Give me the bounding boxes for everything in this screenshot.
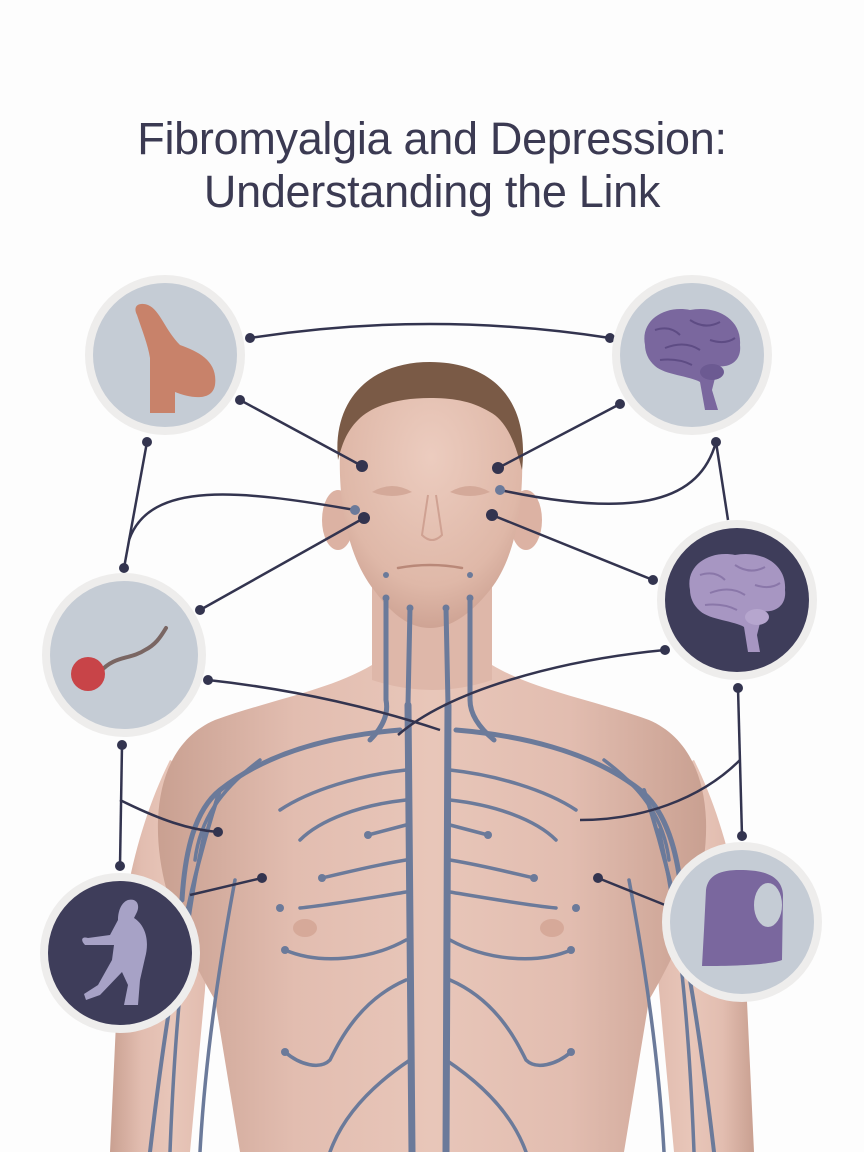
node-bottom-right[interactable] [662, 842, 822, 1002]
right-eye [450, 486, 490, 496]
torso [157, 610, 707, 1152]
title-line-2: Understanding the Link [203, 166, 661, 217]
mouth [396, 563, 464, 570]
nose [420, 494, 444, 541]
head [339, 365, 523, 628]
vein-endpoints [276, 572, 580, 1056]
brain-icon [644, 308, 741, 410]
node-mid-left[interactable] [42, 573, 206, 737]
person-movement-icon [82, 899, 147, 1005]
connector-lines [118, 322, 744, 907]
node-bottom-left[interactable] [40, 873, 200, 1033]
nose-body-part-icon [135, 303, 216, 413]
left-eye [372, 486, 412, 496]
node-top-right[interactable] [612, 275, 772, 435]
organ-tissue-icon [702, 870, 783, 966]
human-figure [110, 362, 754, 1152]
hair [337, 362, 524, 470]
connector-dots [115, 333, 747, 883]
brain-icon [689, 553, 786, 652]
title-line-1: Fibromyalgia and Depression: [137, 113, 727, 164]
node-top-left[interactable] [85, 275, 245, 435]
node-mid-right[interactable] [657, 520, 817, 680]
page-title: Fibromyalgia and Depression: Understandi… [0, 112, 864, 218]
nerve-cell-icon [71, 626, 168, 691]
